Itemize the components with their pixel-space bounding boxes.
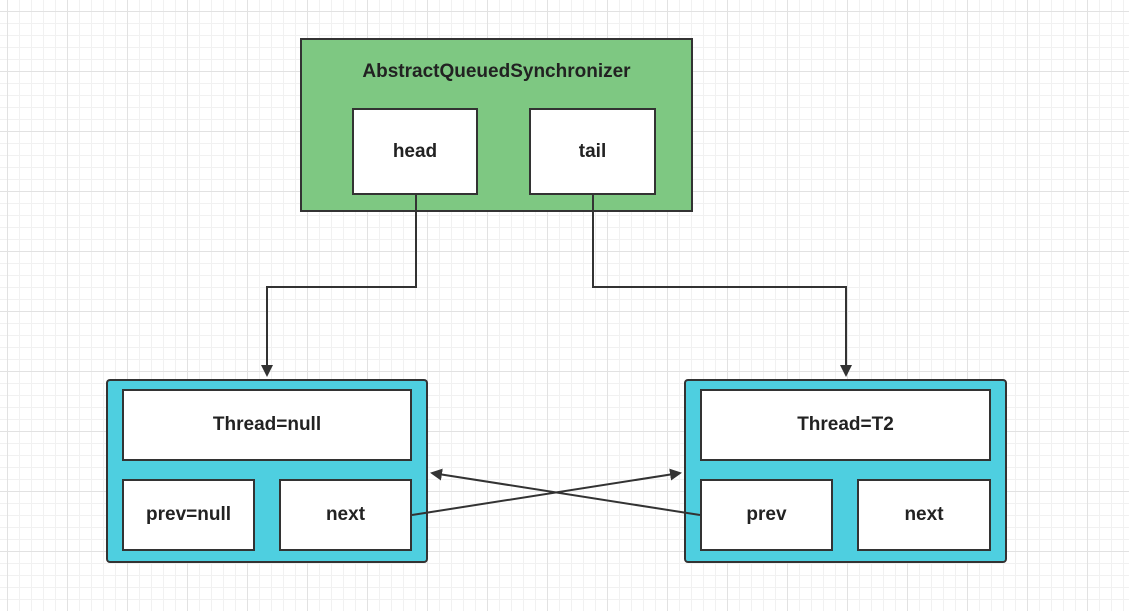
node-1-next-field: next bbox=[279, 479, 412, 551]
node-2-thread-label: Thread=T2 bbox=[797, 414, 894, 435]
next-to-node-2-arrow bbox=[411, 468, 682, 516]
node-1-prev-label: prev=null bbox=[146, 504, 231, 525]
aqs-head-label: head bbox=[392, 140, 438, 162]
node-2-next-label: next bbox=[904, 504, 944, 525]
aqs-title: AbstractQueuedSynchronizer bbox=[362, 61, 631, 82]
aqs-head-field: head bbox=[352, 108, 478, 195]
node-2-thread-field: Thread=T2 bbox=[700, 389, 991, 461]
node-1-thread-label: Thread=null bbox=[212, 414, 322, 435]
head-to-node-1-arrow bbox=[261, 195, 417, 377]
node-1-thread-field: Thread=null bbox=[122, 389, 412, 461]
node-2-prev-label: prev bbox=[746, 504, 787, 525]
node-1-prev-field: prev=null bbox=[122, 479, 255, 551]
node-1-next-label: next bbox=[325, 504, 366, 525]
node-2-prev-field: prev bbox=[700, 479, 833, 551]
aqs-tail-label: tail bbox=[578, 140, 607, 162]
prev-to-node-1-arrow bbox=[430, 468, 701, 516]
tail-to-node-2-arrow bbox=[592, 195, 852, 377]
aqs-tail-field: tail bbox=[529, 108, 656, 195]
node-2-next-field: next bbox=[857, 479, 991, 551]
